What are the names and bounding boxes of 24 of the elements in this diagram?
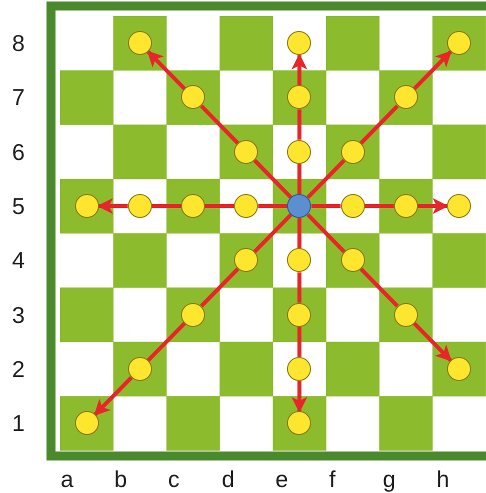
file-label: h bbox=[436, 468, 450, 491]
file-label: c bbox=[168, 468, 180, 491]
file-label: b bbox=[114, 468, 128, 491]
arrow bbox=[291, 54, 308, 86]
rank-label: 7 bbox=[12, 86, 25, 110]
rank-label: 2 bbox=[12, 358, 25, 381]
rank-label: 8 bbox=[12, 32, 25, 56]
file-label: f bbox=[329, 468, 336, 491]
rank-label: 3 bbox=[12, 304, 25, 327]
file-label: d bbox=[222, 468, 234, 491]
arrow bbox=[418, 198, 449, 214]
rank-label: 6 bbox=[12, 140, 25, 164]
arrow bbox=[412, 50, 452, 90]
file-label: a bbox=[60, 468, 74, 491]
rank-label: 5 bbox=[12, 195, 25, 218]
rank-label: 1 bbox=[12, 412, 25, 436]
file-label: g bbox=[382, 468, 396, 491]
arrow bbox=[291, 380, 308, 413]
arrow bbox=[412, 322, 452, 362]
arrow bbox=[146, 50, 186, 90]
file-label: e bbox=[275, 468, 288, 491]
arrow bbox=[97, 198, 128, 214]
rank-label: 4 bbox=[12, 249, 25, 272]
arrow bbox=[94, 376, 133, 416]
